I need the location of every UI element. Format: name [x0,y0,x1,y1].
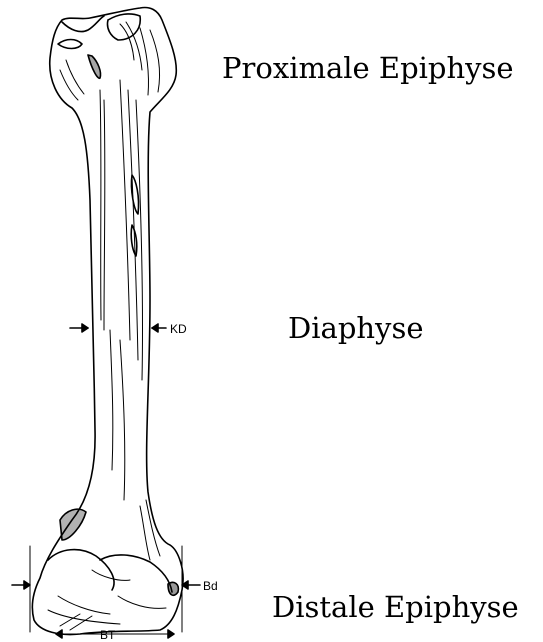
diaphysis-label: Diaphyse [288,314,423,343]
bd-label: Bd [203,579,218,593]
proximal-epiphysis-label: Proximale Epiphyse [222,54,514,83]
bt-label: BT [100,628,116,642]
distal-epiphysis-label: Distale Epiphyse [272,593,519,622]
kd-label: KD [170,322,187,336]
bone-outline [32,8,183,635]
